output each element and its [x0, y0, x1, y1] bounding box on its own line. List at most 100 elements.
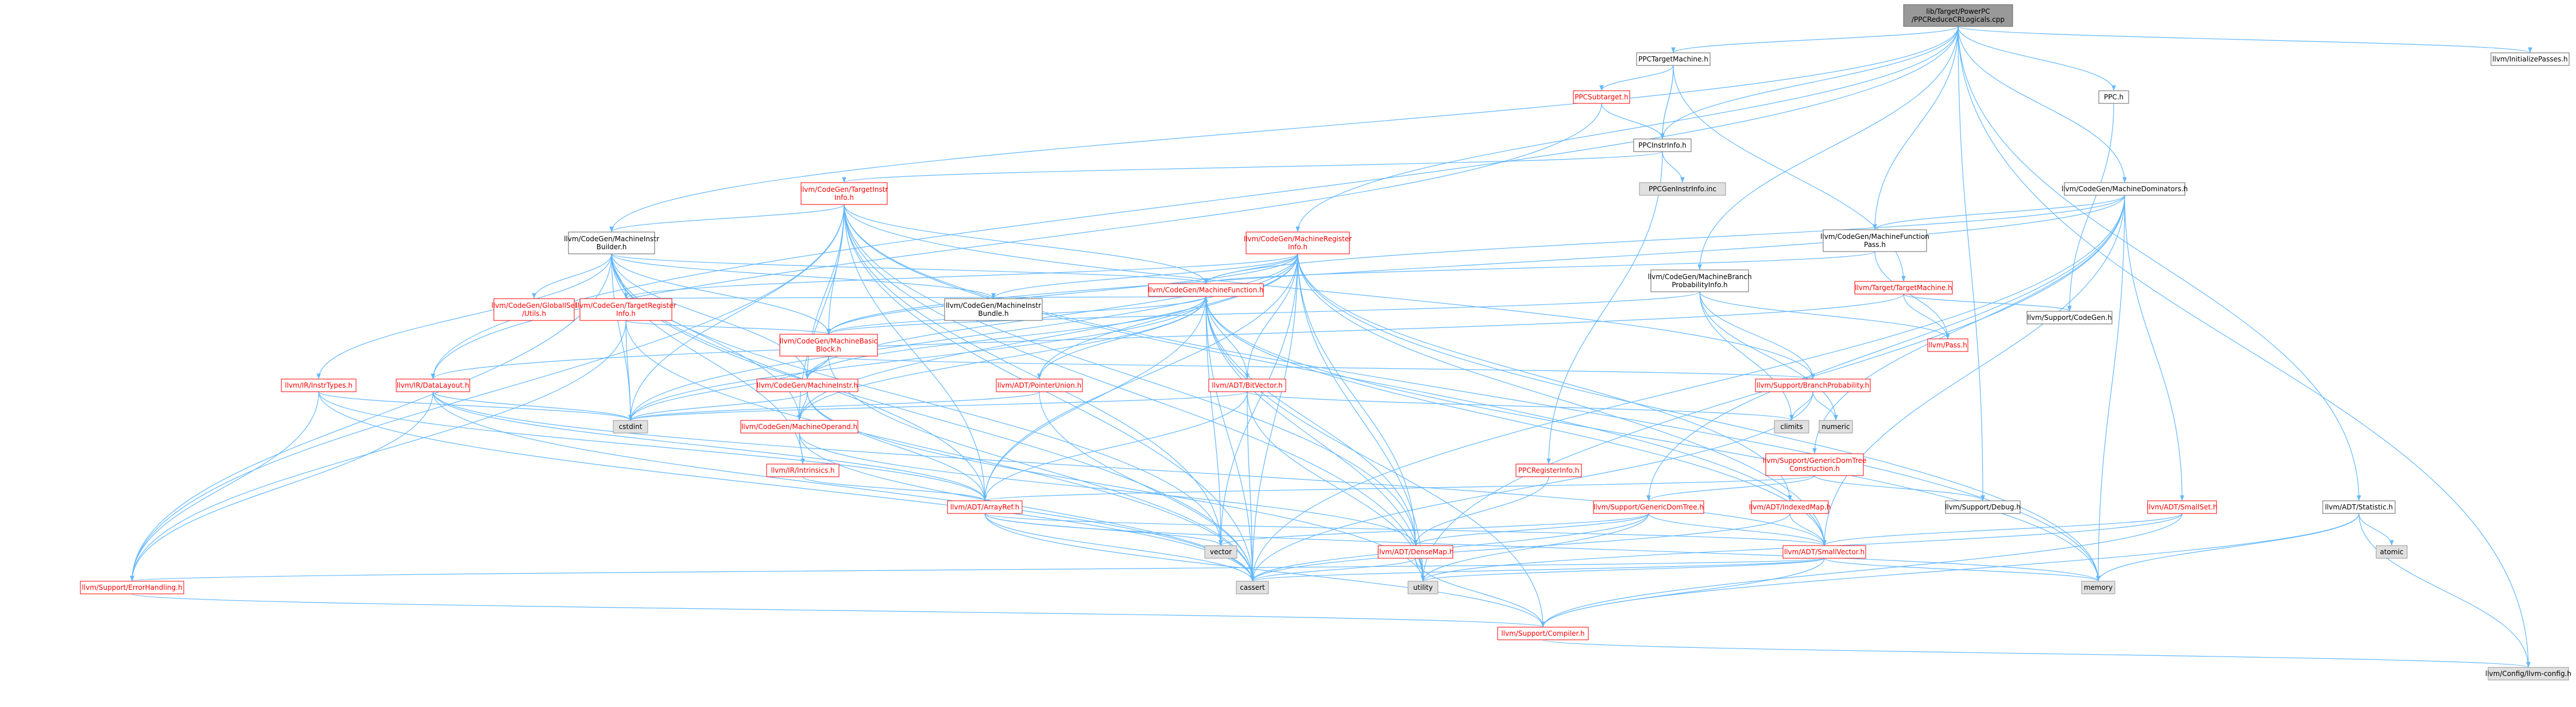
node-indexedmap[interactable]: llvm/ADT/IndexedMap.h	[1749, 500, 1831, 514]
node-subtarget[interactable]: PPCSubtarget.h	[1573, 90, 1630, 104]
node-label: memory	[2084, 584, 2113, 592]
edge-root-to-init	[1958, 26, 2532, 53]
node-targetmachine[interactable]: llvm/Target/TargetMachine.h	[1854, 281, 1953, 295]
edge-gdt-to-densemap	[1413, 513, 1649, 546]
node-mo[interactable]: llvm/CodeGen/MachineOperand.h	[740, 420, 858, 434]
node-label: PPCGenInstrInfo.inc	[1649, 185, 1716, 193]
node-densemap[interactable]: llvm/ADT/DenseMap.h	[1378, 545, 1454, 559]
node-supcodegen[interactable]: llvm/Support/CodeGen.h	[2026, 311, 2113, 324]
edge-tii-to-errorhandling	[130, 204, 845, 582]
node-mi[interactable]: llvm/CodeGen/MachineInstr.h	[756, 378, 858, 392]
node-arrayref[interactable]: llvm/ADT/ArrayRef.h	[947, 500, 1023, 514]
node-mbpi[interactable]: llvm/CodeGen/MachineBranchProbabilityInf…	[1647, 269, 1752, 292]
edge-bitvector-to-arrayref	[983, 391, 1248, 501]
edge-tii-to-utility	[844, 204, 1425, 582]
node-smallvector[interactable]: llvm/ADT/SmallVector.h	[1782, 545, 1866, 559]
node-root: lib/Target/PowerPC/PPCReduceCRLogicals.c…	[1903, 4, 2013, 27]
edge-root-to-ppch	[1958, 26, 2116, 91]
node-bp[interactable]: llvm/Support/BranchProbability.h	[1755, 378, 1871, 392]
node-label: llvm/CodeGen/GlobalISel	[492, 302, 577, 310]
node-errorhandling[interactable]: llvm/Support/ErrorHandling.h	[80, 581, 184, 594]
node-label: PPC.h	[2104, 93, 2124, 101]
node-label: llvm/ADT/ArrayRef.h	[950, 503, 1020, 511]
edge-datalayout-to-errorhandling	[130, 391, 434, 582]
node-statistic[interactable]: llvm/ADT/Statistic.h	[2322, 500, 2396, 514]
edge-instrinfo-to-geninstr	[1662, 151, 1685, 183]
edge-mib-to-mbb	[611, 253, 831, 335]
node-smallset[interactable]: llvm/ADT/SmallSet.h	[2147, 500, 2218, 514]
node-label: Block.h	[816, 345, 841, 353]
edge-mbpi-to-mbb	[826, 291, 1700, 335]
node-mf[interactable]: llvm/CodeGen/MachineFunction.h	[1148, 283, 1264, 297]
node-init[interactable]: llvm/InitializePasses.h	[2490, 52, 2570, 66]
edge-mdom-to-smallset	[2124, 195, 2184, 501]
node-label: llvm/Support/GenericDomTree.h	[1593, 503, 1704, 511]
edge-root-to-debug	[1958, 26, 1985, 501]
node-datalayout[interactable]: llvm/IR/DataLayout.h	[396, 378, 470, 392]
node-box	[2098, 90, 2129, 104]
edge-mdom-to-mbb	[826, 195, 2125, 335]
node-mdom[interactable]: llvm/CodeGen/MachineDominators.h	[2061, 182, 2188, 196]
edge-mri-to-bitvector	[1245, 253, 1298, 380]
node-globalisel[interactable]: llvm/CodeGen/GlobalISel/Utils.h	[492, 298, 577, 321]
edge-mri-to-tri	[624, 253, 1298, 299]
edge-root-to-instrinfo	[1660, 26, 1959, 140]
edge-mf-to-compiler	[1205, 296, 1545, 628]
node-label: /Utils.h	[522, 310, 546, 318]
edge-mib-to-cassert	[611, 253, 1255, 582]
edge-ptrunion-to-cassert	[1039, 391, 1255, 582]
node-pass[interactable]: llvm/Pass.h	[1927, 338, 1968, 352]
node-label: llvm/CodeGen/MachineDominators.h	[2061, 185, 2188, 193]
node-box	[1148, 283, 1264, 297]
edge-targetmachine-to-supcodegen	[1903, 293, 2072, 312]
node-intrinsics[interactable]: llvm/IR/Intrinsics.h	[766, 463, 840, 477]
node-box	[1854, 281, 1953, 295]
edge-gdt-to-utility	[1421, 513, 1649, 582]
node-reginfo[interactable]: PPCRegisterInfo.h	[1515, 463, 1582, 477]
node-instrtypes[interactable]: llvm/IR/InstrTypes.h	[281, 378, 357, 392]
node-label: llvm/CodeGen/MachineFunction	[1820, 233, 1929, 241]
node-label: llvm/IR/Intrinsics.h	[771, 466, 835, 474]
node-box	[1407, 581, 1438, 594]
edge-tri-to-mbb	[625, 320, 831, 335]
node-gdt[interactable]: llvm/Support/GenericDomTree.h	[1593, 500, 1704, 514]
node-box	[1573, 90, 1630, 104]
node-bitvector[interactable]: llvm/ADT/BitVector.h	[1208, 378, 1286, 392]
node-ppch[interactable]: PPC.h	[2098, 90, 2129, 104]
node-instrinfo[interactable]: PPCInstrInfo.h	[1633, 138, 1692, 152]
edge-indexedmap-to-smallvector	[1789, 513, 1827, 546]
edge-mdom-to-cassert	[1250, 195, 2125, 582]
edge-gdtc-to-arrayref	[983, 475, 1815, 501]
node-label: Builder.h	[597, 243, 627, 251]
edge-mri-to-memory	[1297, 253, 2101, 582]
node-label: PPCSubtarget.h	[1575, 93, 1629, 101]
edge-gdt-to-vector	[1219, 513, 1649, 546]
node-gdtc[interactable]: llvm/Support/GenericDomTreeConstruction.…	[1763, 453, 1867, 476]
edge-mbpi-to-pass	[1699, 291, 1950, 339]
node-box	[1636, 52, 1711, 66]
edge-smallvector-to-utility	[1421, 558, 1825, 582]
node-compiler[interactable]: llvm/Support/Compiler.h	[1497, 627, 1589, 640]
node-debug[interactable]: llvm/Support/Debug.h	[1945, 500, 2021, 514]
edge-gdtc-to-gdt	[1646, 475, 1815, 501]
edge-datalayout-to-arrayref	[432, 391, 987, 501]
node-label: llvm/IR/InstrTypes.h	[285, 381, 353, 389]
edge-root-to-mfpass	[1873, 26, 1959, 230]
edge-tii-to-mib	[609, 204, 845, 233]
node-tm[interactable]: PPCTargetMachine.h	[1636, 52, 1711, 66]
node-label: numeric	[1821, 423, 1850, 431]
node-ptrunion[interactable]: llvm/ADT/PointerUnion.h	[996, 378, 1083, 392]
node-box	[1497, 627, 1589, 640]
node-label: llvm/InitializePasses.h	[2492, 55, 2567, 63]
node-box	[1945, 500, 2021, 514]
node-label: llvm/Support/Compiler.h	[1501, 629, 1584, 638]
edge-mri-to-indexedmap	[1297, 253, 1792, 501]
node-label: vector	[1210, 548, 1232, 556]
